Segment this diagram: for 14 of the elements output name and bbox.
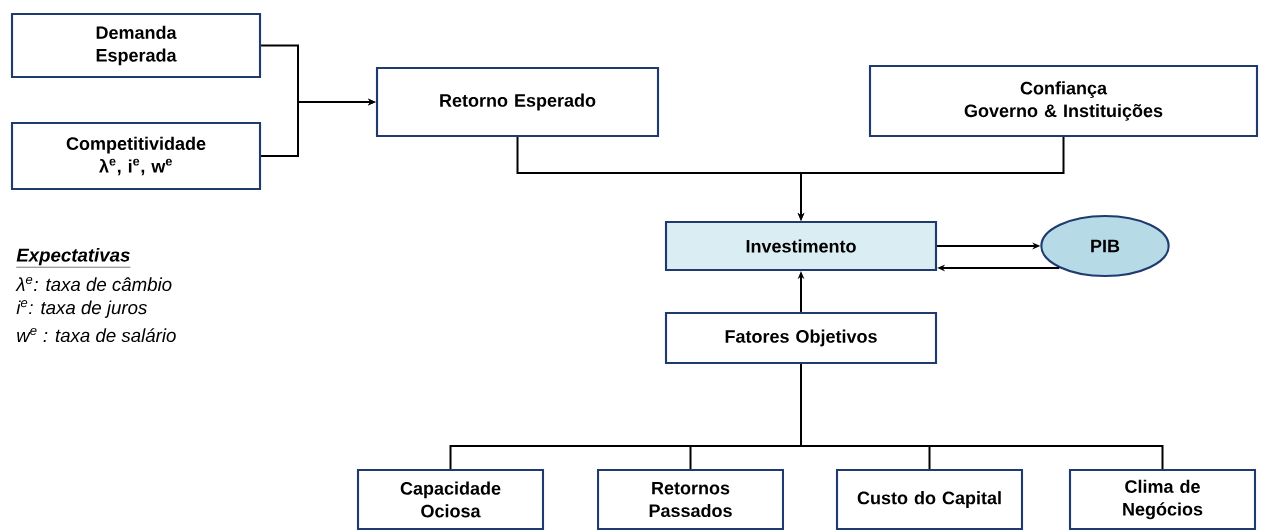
legend-text: w$^{e}$ : taxa de salário xyxy=(17,327,176,343)
factor-box: Capacidade Ociosa xyxy=(356,468,545,531)
process-box: Retorno Esperado xyxy=(375,66,660,138)
legend-text: λ$^{e}$: taxa de câmbio xyxy=(15,276,172,292)
factor-box: Custo do Capital xyxy=(835,468,1024,531)
legend-text: i$^{e}$: taxa de juros xyxy=(16,300,147,318)
process-box: Fatores Objetivos xyxy=(664,311,938,365)
factor-box: Retornos Passados xyxy=(596,468,785,531)
process-box: Demanda Esperada xyxy=(10,12,262,79)
process-box: Competitividade λ$^{e}$, i$^{e}$, w$^{e}$ xyxy=(10,121,262,191)
process-box: Investimento xyxy=(664,220,938,272)
process-box: Confiança Governo & Instituições xyxy=(868,64,1259,138)
factor-box: Clima de Negócios xyxy=(1068,468,1257,531)
legend-heading: Expectativas xyxy=(16,247,131,268)
